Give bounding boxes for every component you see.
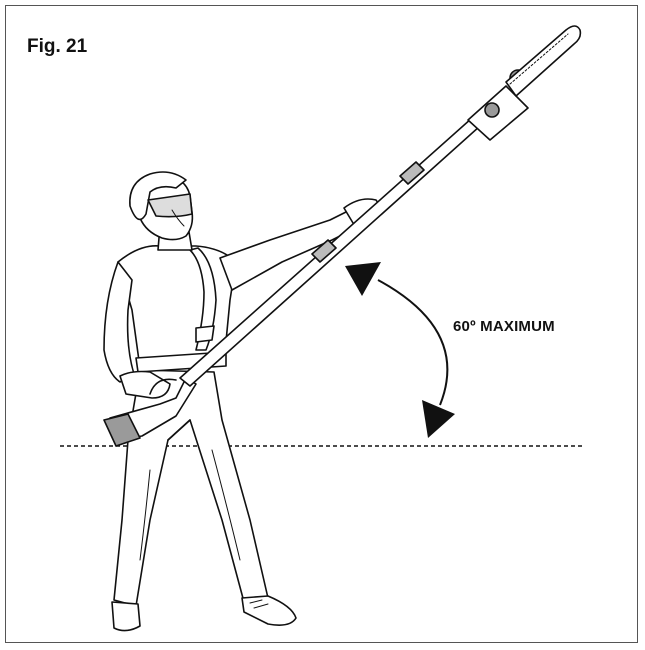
figure-label: Fig. 21 (27, 36, 88, 57)
angle-arc (377, 279, 449, 406)
guide-bar (505, 25, 582, 97)
pole-coupler-upper (399, 161, 425, 185)
worker-left-arm (103, 261, 135, 383)
worker-trousers (113, 369, 269, 607)
arrowhead-down-icon (422, 400, 455, 438)
angle-limit-label: 60º MAXIMUM (453, 318, 555, 335)
pole-coupler-lower (311, 239, 337, 263)
safety-goggles-icon (147, 193, 193, 218)
arrowhead-up-icon (345, 262, 381, 296)
pole-saw (103, 25, 582, 447)
worker-right-shoe (241, 595, 297, 626)
battery-pack (103, 413, 141, 447)
worker-left-hand (119, 370, 171, 399)
worker-left-shoe (111, 601, 141, 632)
motor-knob-icon (484, 102, 500, 118)
harness-strap (189, 247, 217, 351)
worker-hair (129, 171, 187, 221)
